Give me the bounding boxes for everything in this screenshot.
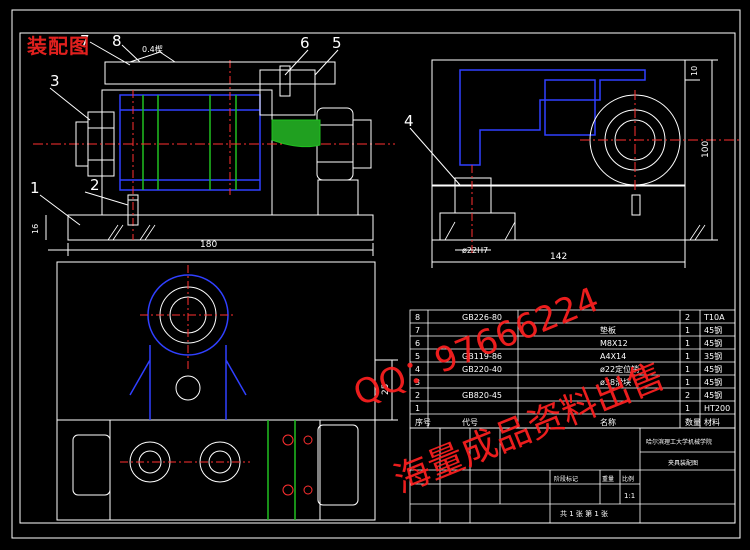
bom-cell-name: 垫板	[600, 325, 616, 335]
bom-cell-material: 45钢	[704, 338, 722, 348]
bom-cell-name: ø38滑块	[600, 377, 631, 387]
bom-cell-qty: 2	[685, 391, 690, 400]
bom-rows: 8 GB226-80 2 T10A 7 垫板 1 45钢 6 M8X12 1 45钢 5 GB119-86…	[415, 313, 730, 427]
side-base	[431, 185, 686, 241]
chamfer-note: 0.4楔	[142, 44, 163, 54]
bom-cell-qty: 2	[685, 313, 690, 322]
bom-cell-name: A4X14	[600, 352, 626, 361]
bom-cell-no: 2	[415, 391, 420, 400]
bom-header-no: 序号	[415, 417, 431, 427]
bom-header-material: 材料	[704, 417, 720, 427]
bom-header-code: 代号	[462, 417, 478, 427]
bom-cell-no: 8	[415, 313, 420, 322]
bom-cell-qty: 1	[685, 352, 690, 361]
bom-cell-code: GB220-40	[462, 365, 502, 374]
drawing-title: 装配图	[27, 34, 90, 58]
section-hatch	[271, 119, 321, 148]
bom-cell-no: 7	[415, 326, 420, 335]
dim-142: 142	[550, 252, 567, 262]
callout-2: 2	[90, 176, 100, 194]
bom-cell-qty: 1	[685, 326, 690, 335]
dim-dia22: ø22H7	[462, 246, 488, 255]
outer-frame	[11, 9, 741, 539]
inner-frame	[19, 32, 736, 524]
scale-label: 比例	[622, 475, 634, 483]
dim-180: 180	[200, 240, 217, 250]
slide-hidden-outline	[119, 94, 261, 191]
callout-5: 5	[332, 34, 342, 52]
bom-cell-material: 45钢	[704, 325, 722, 335]
callout-leaders	[39, 41, 461, 226]
side-body	[431, 59, 686, 186]
school-name: 哈尔滨理工大学机械学院	[646, 438, 712, 446]
drawing-name: 夹具装配图	[668, 459, 698, 467]
side-view	[431, 59, 740, 268]
bom-cell-qty: 1	[685, 365, 690, 374]
bom-cell-qty: 1	[685, 404, 690, 413]
base-plate	[67, 214, 374, 241]
bom-cell-no: 5	[415, 352, 420, 361]
dim-10: 10	[690, 66, 699, 76]
bom-cell-no: 3	[415, 378, 420, 387]
bom-cell-no: 4	[415, 365, 420, 374]
stage-label: 阶段标记	[554, 475, 578, 483]
plan-view	[56, 261, 398, 521]
dim-16: 16	[31, 224, 40, 234]
callout-8: 8	[112, 32, 122, 50]
bom-cell-material: 35钢	[704, 351, 722, 361]
plan-left-nut	[72, 434, 111, 496]
bom-cell-material: 45钢	[704, 377, 722, 387]
sheet-count: 共 1 张 第 1 张	[560, 509, 608, 518]
callout-3: 3	[50, 72, 60, 90]
bom-cell-code: GB226-80	[462, 313, 502, 322]
front-view	[33, 51, 395, 256]
bom-cell-code: GB820-45	[462, 391, 502, 400]
bolt-2	[127, 194, 139, 226]
bom-table	[409, 309, 736, 429]
title-block	[409, 427, 736, 524]
bom-cell-material: 45钢	[704, 364, 722, 374]
left-hex-nut	[87, 111, 115, 177]
callout-4: 4	[404, 112, 414, 130]
bom-cell-name: ø22定位销	[600, 364, 639, 374]
callout-6: 6	[300, 34, 310, 52]
dim-100: 100	[701, 141, 711, 158]
callout-1: 1	[30, 179, 40, 197]
bom-cell-code: GB119-86	[462, 352, 502, 361]
locating-pin	[454, 177, 492, 214]
slide-body	[101, 89, 273, 216]
bom-header-name: 名称	[600, 417, 616, 427]
bom-cell-material: T10A	[703, 313, 725, 322]
bom-cell-material: HT200	[704, 404, 730, 413]
callout-7: 7	[80, 32, 90, 50]
plan-right-nut	[317, 424, 359, 506]
bom-cell-no: 6	[415, 339, 420, 348]
weight-label: 重量	[602, 475, 614, 483]
bom-cell-material: 45钢	[704, 390, 722, 400]
bom-cell-no: 1	[415, 404, 420, 413]
bom-cell-qty: 1	[685, 339, 690, 348]
dim-25: 25	[381, 384, 391, 395]
bom-cell-qty: 1	[685, 378, 690, 387]
pressure-plate	[104, 61, 336, 85]
scale-value: 1:1	[624, 492, 635, 500]
bom-header-qty: 数量	[685, 417, 701, 427]
bom-cell-name: M8X12	[600, 339, 628, 348]
